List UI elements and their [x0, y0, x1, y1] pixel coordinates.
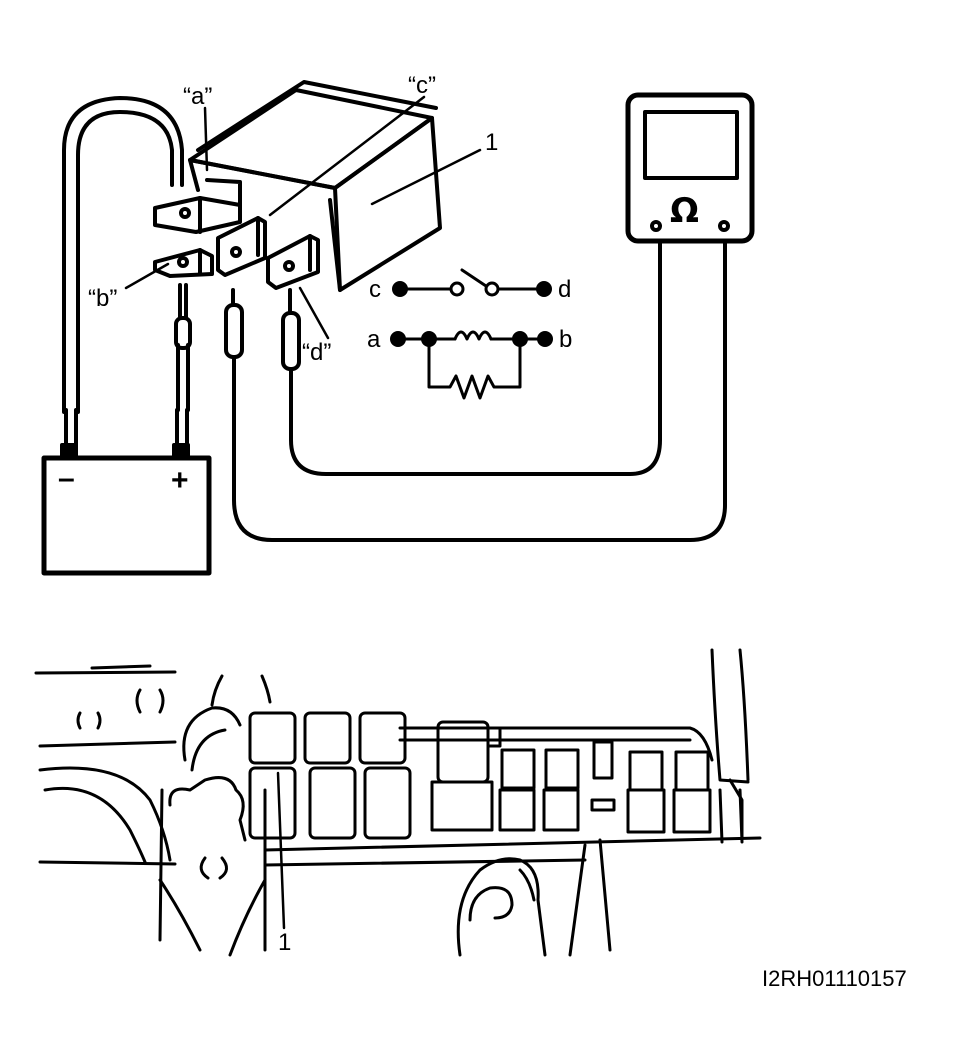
schematic-coil: [396, 330, 547, 400]
relay-blocks: [248, 711, 712, 840]
terminal-label-c: c: [369, 276, 381, 303]
left-hand: [158, 674, 272, 957]
meter-lead-d: [281, 240, 662, 476]
terminal-label-b: b: [559, 326, 572, 353]
terminal-c: [216, 216, 267, 277]
label-a: “a”: [183, 83, 212, 110]
terminal-b: [153, 248, 214, 278]
terminal-label-d: d: [558, 276, 571, 303]
negative-lead: [62, 96, 184, 447]
leader-lines: [124, 95, 482, 340]
terminal-d: [266, 234, 320, 290]
right-hand: [456, 857, 547, 957]
schematic-switch: [398, 268, 546, 297]
label-d: “d”: [302, 339, 331, 366]
label-c: “c”: [408, 72, 436, 99]
battery: [41, 443, 212, 576]
label-part1-bottom: 1: [278, 929, 291, 956]
terminal-a: [153, 178, 242, 234]
battery-minus: –: [58, 462, 75, 495]
ohmmeter: [625, 92, 755, 244]
label-b: “b”: [88, 285, 117, 312]
battery-plus: +: [171, 464, 189, 497]
image-code: I2RH01110157: [762, 966, 907, 991]
relay-box-panel: [34, 648, 762, 957]
meter-lead-c: [224, 240, 727, 542]
schematic-coil-dots: [390, 331, 553, 347]
label-part1-top: 1: [485, 129, 498, 156]
schematic-switch-dots: [392, 281, 552, 297]
terminal-label-a: a: [367, 326, 381, 353]
part1-leader-bottom: [276, 771, 286, 930]
positive-lead: [174, 283, 192, 447]
ohm-symbol-icon: Ω: [670, 191, 699, 231]
